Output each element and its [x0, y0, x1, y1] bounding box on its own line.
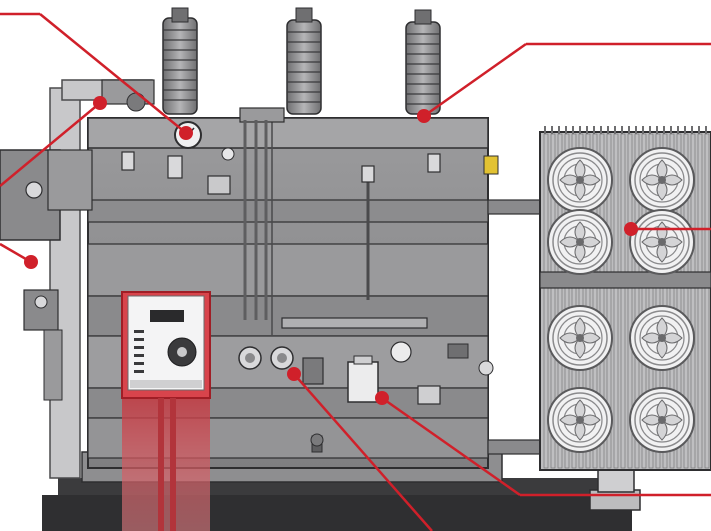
monitor-device — [121, 291, 211, 531]
callout-thermometers — [287, 367, 301, 381]
bushing-right — [405, 9, 441, 115]
radiator-fin-cap — [593, 126, 595, 134]
radiator-fin-cap — [677, 126, 679, 134]
radiator-fin-cap — [600, 126, 602, 134]
radiator-fin-cap — [649, 126, 651, 134]
radiator-fin-cap — [705, 126, 707, 134]
callout-pressure-gauge — [179, 126, 193, 140]
radiator-fin-cap — [628, 126, 630, 134]
radiator-fin-cap — [698, 126, 700, 134]
radiator-fin — [704, 133, 710, 469]
radiator-fin-cap — [558, 126, 560, 134]
callout-radiator-fan — [624, 222, 638, 236]
radiator-fin-cap — [544, 126, 546, 134]
radiator-pipes — [483, 155, 543, 455]
radiator-fin-cap — [656, 126, 658, 134]
radiator-fin — [697, 133, 703, 469]
monitor-led-column — [134, 330, 144, 373]
radiator-fin-cap — [586, 126, 588, 134]
radiator-fin-cap — [607, 126, 609, 134]
radiator-fin-cap — [670, 126, 672, 134]
left-equipment — [0, 79, 155, 401]
thermometers — [238, 341, 412, 385]
radiator-bank — [539, 126, 711, 471]
radiator-fin-cap — [551, 126, 553, 134]
radiator-fin — [620, 133, 626, 469]
drain-valve — [310, 433, 324, 453]
radiator-fin-cap — [691, 126, 693, 134]
radiator-fin — [613, 133, 619, 469]
junction-box — [347, 343, 494, 405]
callout-lines — [0, 12, 711, 531]
callout-dots — [24, 96, 638, 405]
callout-junction-box — [375, 391, 389, 405]
radiator-fin-cap — [614, 126, 616, 134]
radiator-fin-cap — [579, 126, 581, 134]
radiator-fin-cap — [642, 126, 644, 134]
callout-bushing — [417, 109, 431, 123]
radiator-fin-cap — [565, 126, 567, 134]
radiator-fin-cap — [663, 126, 665, 134]
radiator-fin-cap — [684, 126, 686, 134]
callout-left-valve — [24, 255, 38, 269]
bushing-center — [286, 7, 322, 115]
radiator-fin-cap — [572, 126, 574, 134]
bushing-left — [162, 7, 198, 115]
radiator-fin-cap — [621, 126, 623, 134]
callout-conservator-valve — [93, 96, 107, 110]
radiator-fin-cap — [635, 126, 637, 134]
